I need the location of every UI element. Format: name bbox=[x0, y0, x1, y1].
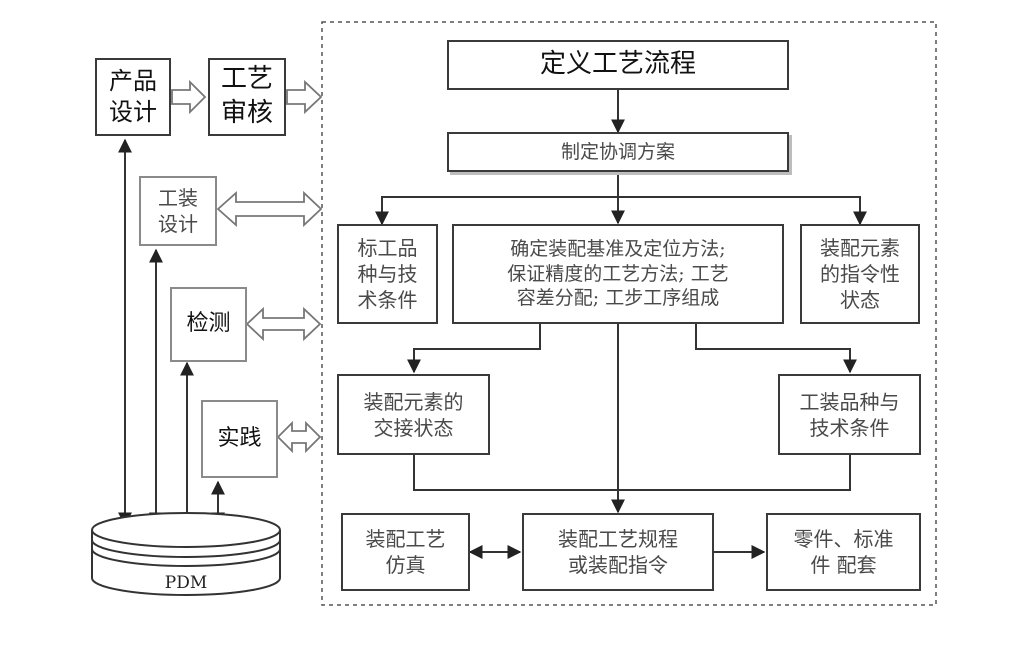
assembly-spec-label: 装配工艺规程 或装配指令 bbox=[558, 527, 678, 577]
branch-line-top bbox=[381, 196, 861, 222]
parts-kitting-label: 零件、标准 件 配套 bbox=[793, 527, 894, 577]
arrow-basis-to-handover bbox=[407, 324, 541, 374]
product-design-label: 产品 设计 bbox=[109, 66, 157, 126]
process-review-label: 工艺 审核 bbox=[220, 64, 273, 128]
tooling-conditions-box: 工装品种与 技术条件 bbox=[778, 374, 921, 455]
pdm-database bbox=[91, 512, 281, 596]
assembly-basis-box: 确定装配基准及定位方法; 保证精度的工艺方法; 工艺 容差分配; 工步工序组成 bbox=[452, 224, 784, 324]
tooling-conditions-label: 工装品种与 技术条件 bbox=[799, 389, 900, 440]
hollow-arrow-review-to-region bbox=[286, 79, 323, 115]
tooling-design-label: 工装 设计 bbox=[158, 186, 198, 236]
hollow-arrow-design-to-review bbox=[171, 79, 207, 115]
line-handover-merge bbox=[413, 455, 618, 491]
coordination-plan-box: 制定协调方案 bbox=[447, 132, 789, 172]
standard-parts-label: 标工品 种与技 术条件 bbox=[357, 236, 418, 312]
process-review-box: 工艺 审核 bbox=[208, 58, 286, 136]
element-handover-box: 装配元素的 交接状态 bbox=[337, 374, 490, 455]
assembly-simulation-box: 装配工艺 仿真 bbox=[341, 513, 470, 591]
flow-connectors bbox=[118, 90, 867, 559]
line-tooling-merge bbox=[618, 455, 851, 491]
assembly-simulation-label: 装配工艺 仿真 bbox=[365, 527, 446, 577]
pdm-label: PDM bbox=[165, 573, 207, 593]
inspection-box: 检测 bbox=[170, 287, 247, 362]
arrow-basis-to-tooling bbox=[695, 324, 857, 374]
define-process-label: 定义工艺流程 bbox=[539, 49, 696, 80]
inspection-label: 检测 bbox=[186, 311, 231, 337]
element-directive-box: 装配元素 的指令性 状态 bbox=[800, 224, 920, 324]
assembly-basis-label: 确定装配基准及定位方法; 保证精度的工艺方法; 工艺 容差分配; 工步工序组成 bbox=[507, 237, 729, 310]
coordination-plan-label: 制定协调方案 bbox=[560, 140, 675, 163]
assembly-spec-box: 装配工艺规程 或装配指令 bbox=[522, 513, 714, 591]
parts-kitting-box: 零件、标准 件 配套 bbox=[766, 513, 921, 591]
hollow-arrow-practice bbox=[276, 420, 322, 454]
tooling-design-box: 工装 设计 bbox=[139, 176, 217, 246]
main-process-region bbox=[321, 21, 937, 606]
define-process-box: 定义工艺流程 bbox=[447, 40, 789, 90]
hollow-arrow-tooling-design bbox=[216, 190, 323, 228]
element-handover-label: 装配元素的 交接状态 bbox=[363, 389, 464, 440]
hollow-arrows bbox=[171, 79, 323, 454]
practice-box: 实践 bbox=[201, 400, 278, 478]
product-design-box: 产品 设计 bbox=[95, 58, 171, 136]
standard-parts-box: 标工品 种与技 术条件 bbox=[337, 224, 438, 324]
hollow-arrow-inspection bbox=[245, 306, 322, 342]
element-directive-label: 装配元素 的指令性 状态 bbox=[820, 236, 900, 312]
practice-label: 实践 bbox=[217, 425, 262, 451]
